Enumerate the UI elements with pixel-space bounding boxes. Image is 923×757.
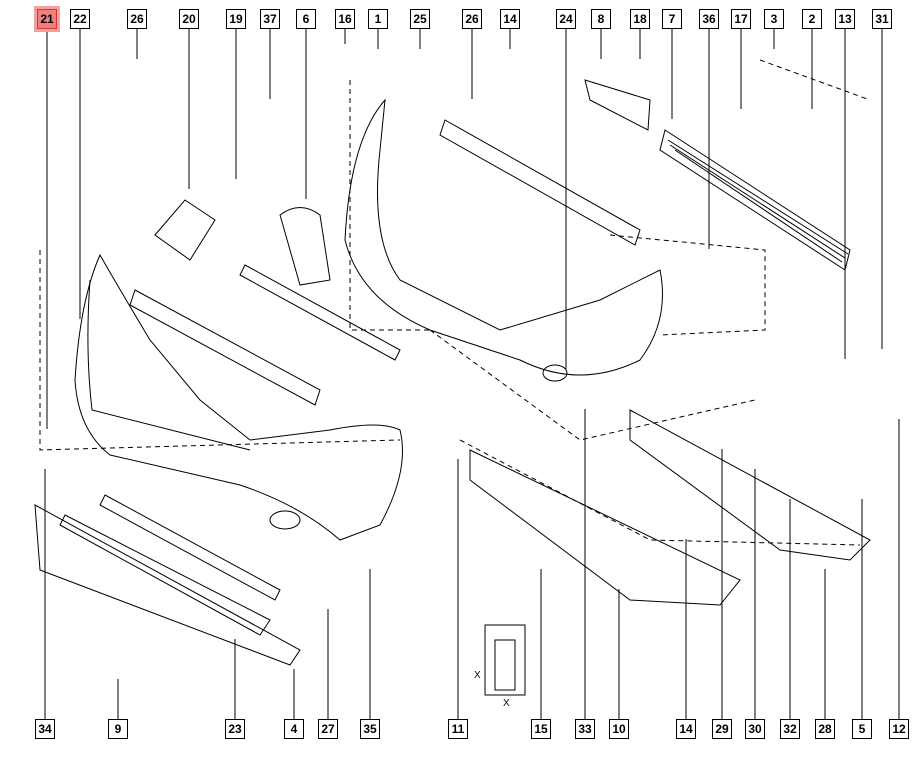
callout-label-3: 3 bbox=[764, 9, 784, 29]
callout-label-5: 5 bbox=[852, 719, 872, 739]
callout-label-14: 14 bbox=[676, 719, 696, 739]
callout-label-37: 37 bbox=[260, 9, 280, 29]
callout-label-1: 1 bbox=[368, 9, 388, 29]
callout-label-28: 28 bbox=[815, 719, 835, 739]
absorber-right bbox=[439, 119, 641, 246]
callout-label-10: 10 bbox=[609, 719, 629, 739]
front-bumper-shell bbox=[74, 253, 403, 541]
bolt-inset bbox=[484, 624, 526, 696]
callout-label-25: 25 bbox=[410, 9, 430, 29]
callout-label-4: 4 bbox=[284, 719, 304, 739]
callout-label-30: 30 bbox=[745, 719, 765, 739]
callout-label-33: 33 bbox=[575, 719, 595, 739]
absorber-left bbox=[129, 289, 321, 406]
callout-label-11: 11 bbox=[448, 719, 468, 739]
callout-label-34: 34 bbox=[35, 719, 55, 739]
lower-shield bbox=[629, 409, 871, 561]
lower-skid bbox=[469, 449, 741, 606]
callout-label-21: 21 bbox=[37, 9, 57, 29]
spoiler-lip bbox=[34, 504, 301, 666]
callout-label-2: 2 bbox=[802, 9, 822, 29]
callout-label-15: 15 bbox=[531, 719, 551, 739]
callout-label-36: 36 bbox=[699, 9, 719, 29]
fog-bezel bbox=[279, 207, 331, 286]
callout-label-17: 17 bbox=[731, 9, 751, 29]
callout-label-18: 18 bbox=[630, 9, 650, 29]
callout-label-31: 31 bbox=[872, 9, 892, 29]
callout-label-16: 16 bbox=[335, 9, 355, 29]
callout-label-29: 29 bbox=[712, 719, 732, 739]
callout-label-8: 8 bbox=[591, 9, 611, 29]
upper-bumper-shell bbox=[344, 98, 663, 376]
callout-label-13: 13 bbox=[835, 9, 855, 29]
spoiler-23 bbox=[59, 514, 271, 636]
callout-label-19: 19 bbox=[226, 9, 246, 29]
air-duct bbox=[584, 79, 651, 131]
callout-label-14: 14 bbox=[500, 9, 520, 29]
callout-label-22: 22 bbox=[70, 9, 90, 29]
dimension-label: X bbox=[474, 670, 481, 681]
callout-label-32: 32 bbox=[780, 719, 800, 739]
trim-strip bbox=[239, 264, 401, 361]
spoiler-27 bbox=[99, 494, 281, 601]
clip-kit-box bbox=[154, 199, 216, 261]
callout-label-23: 23 bbox=[225, 719, 245, 739]
callout-label-7: 7 bbox=[662, 9, 682, 29]
callout-label-9: 9 bbox=[108, 719, 128, 739]
callout-label-24: 24 bbox=[556, 9, 576, 29]
dimension-label: X bbox=[503, 698, 510, 709]
callout-label-26: 26 bbox=[462, 9, 482, 29]
callout-label-6: 6 bbox=[296, 9, 316, 29]
callout-label-26: 26 bbox=[127, 9, 147, 29]
callout-label-27: 27 bbox=[318, 719, 338, 739]
callout-label-35: 35 bbox=[360, 719, 380, 739]
callout-label-12: 12 bbox=[889, 719, 909, 739]
callout-label-20: 20 bbox=[179, 9, 199, 29]
